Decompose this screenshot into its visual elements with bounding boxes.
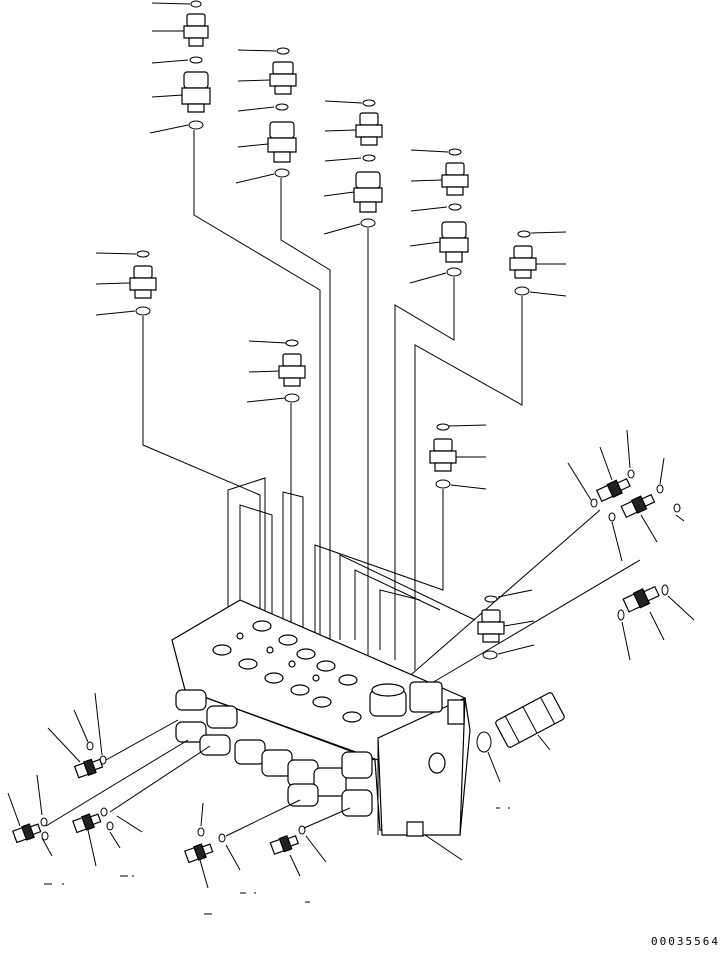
o-ring xyxy=(674,504,680,512)
lower-center-fitting-2 xyxy=(270,808,350,876)
reference-ticks xyxy=(44,808,510,914)
o-ring xyxy=(191,1,201,7)
o-ring xyxy=(657,485,663,493)
adapter-fitting xyxy=(354,172,382,212)
right-fitting-1 xyxy=(568,430,684,561)
lower-left-fitting-2 xyxy=(8,740,188,856)
o-ring xyxy=(515,287,529,295)
o-ring xyxy=(107,822,113,830)
valve-top-fitting xyxy=(370,682,464,724)
o-ring xyxy=(437,424,449,430)
fitting-column-6 xyxy=(96,251,260,640)
o-ring xyxy=(447,268,461,276)
straight-fitting xyxy=(623,584,661,613)
o-ring xyxy=(361,219,375,227)
lower-center-fitting-1 xyxy=(184,800,300,888)
right-elbow-fitting xyxy=(478,590,534,659)
straight-fitting xyxy=(596,476,631,502)
o-ring xyxy=(277,48,289,54)
adapter-fitting xyxy=(268,122,296,162)
elbow-fitting xyxy=(442,163,468,195)
o-ring xyxy=(41,818,47,826)
o-ring xyxy=(136,307,150,315)
o-ring xyxy=(42,832,48,840)
lower-left-fitting-1 xyxy=(48,693,178,779)
elbow-fitting xyxy=(279,354,305,386)
drawing-number: 00035564 xyxy=(651,935,720,948)
o-ring xyxy=(449,204,461,210)
o-ring xyxy=(189,121,203,129)
fitting-column-1 xyxy=(150,1,320,640)
control-valve-body xyxy=(172,600,470,860)
fitting-column-5 xyxy=(415,231,566,670)
o-ring xyxy=(591,499,597,507)
o-ring xyxy=(485,596,497,602)
elbow-fitting xyxy=(184,14,208,46)
o-ring xyxy=(483,651,497,659)
o-ring xyxy=(219,834,225,842)
fitting-column-4 xyxy=(395,149,468,660)
elbow-fitting xyxy=(270,62,296,94)
adapter-fitting xyxy=(182,72,210,112)
o-ring xyxy=(137,251,149,257)
o-ring xyxy=(363,155,375,161)
elbow-fitting xyxy=(356,113,382,145)
right-fitting-2 xyxy=(618,584,694,660)
o-ring xyxy=(299,826,305,834)
fitting-column-7 xyxy=(247,340,305,650)
elbow-fitting xyxy=(130,266,156,298)
valve-top-ports xyxy=(213,621,389,722)
leader-line-bundle xyxy=(228,478,640,690)
o-ring xyxy=(190,57,202,63)
o-ring xyxy=(276,104,288,110)
o-ring xyxy=(198,828,204,836)
elbow-fitting xyxy=(510,246,536,278)
o-ring xyxy=(101,808,107,816)
o-ring xyxy=(87,742,93,750)
adapter-fitting xyxy=(440,222,468,262)
o-ring xyxy=(518,231,530,237)
fitting-column-8 xyxy=(315,424,486,640)
o-ring xyxy=(363,100,375,106)
o-ring xyxy=(609,513,615,521)
o-ring xyxy=(477,732,491,752)
o-ring xyxy=(449,149,461,155)
o-ring xyxy=(275,169,289,177)
o-ring xyxy=(285,394,299,402)
o-ring xyxy=(618,610,624,620)
straight-fitting xyxy=(621,492,656,518)
o-ring xyxy=(436,480,450,488)
o-ring xyxy=(662,585,668,595)
relief-valve-cartridge xyxy=(477,692,565,782)
lower-left-fitting-3 xyxy=(72,746,210,866)
spool-caps xyxy=(176,690,372,816)
o-ring xyxy=(286,340,298,346)
elbow-fitting xyxy=(430,439,456,471)
fitting-column-3 xyxy=(324,100,382,660)
o-ring xyxy=(628,470,634,478)
fitting-column-2 xyxy=(236,48,330,640)
